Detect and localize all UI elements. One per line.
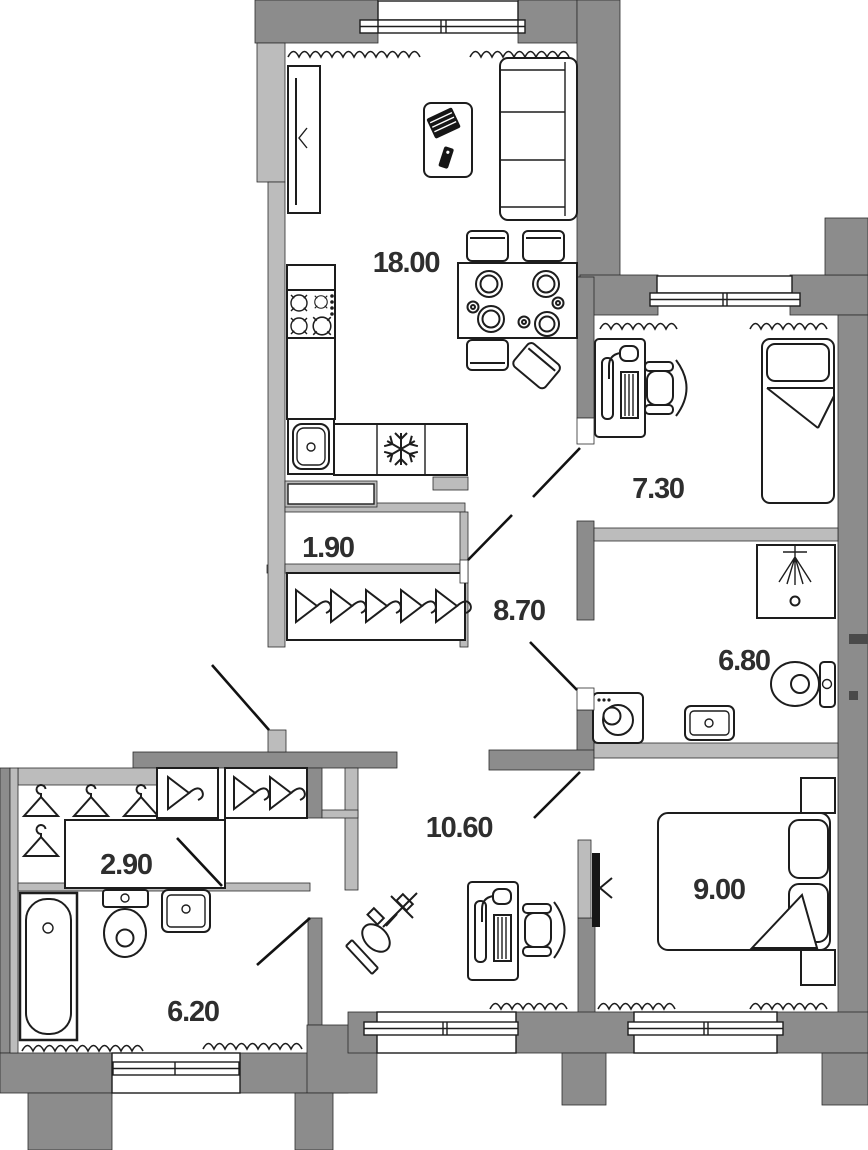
plates-icons: [466, 270, 565, 337]
window-bedroom-master: [627, 1011, 784, 1054]
window-bedroom-small: [649, 275, 801, 307]
kitchen-counter: [286, 264, 468, 476]
window-bathtub-room: [111, 1052, 241, 1094]
stove-knobs: [330, 294, 334, 316]
radiators: [21, 50, 828, 1053]
radiator-icon: [287, 50, 421, 59]
door-swing: [533, 771, 581, 819]
room-label-corridor: 10.60: [426, 812, 493, 844]
dining-set: [457, 230, 578, 392]
room-bedroom-master: [592, 777, 836, 986]
room-label-entry: 1.90: [302, 532, 354, 564]
radiator-icon: [597, 1002, 676, 1011]
room-entry-wardrobe: [286, 572, 472, 641]
door-swing-entrance: [211, 664, 270, 731]
bed-double-icon: [657, 812, 831, 951]
doors: [176, 417, 595, 966]
toilet-icon: [102, 889, 149, 958]
room-label-living: 18.00: [373, 247, 440, 279]
radiator-icon: [469, 50, 570, 59]
room-living-kitchen: [286, 57, 578, 476]
door-swing: [467, 514, 513, 561]
room-label-bedroom2: 7.30: [632, 473, 684, 505]
bathroom-sink-icon: [684, 705, 735, 741]
toilet-icon: [770, 661, 836, 708]
laptop-icon: [426, 107, 461, 139]
door-swing: [256, 917, 311, 966]
windows: [111, 0, 801, 1094]
blanket-fold: [749, 893, 819, 949]
room-labels: 18.00 7.30 1.90 8.70 6.80 10.60 2.90 9.0…: [100, 247, 771, 1028]
pillow-icon: [788, 819, 829, 879]
closet-floor: [64, 819, 226, 889]
coffee-table-icon: [423, 102, 473, 178]
window-corridor: [363, 1011, 519, 1054]
radiator-icon: [599, 322, 678, 331]
chair-icon: [522, 230, 565, 262]
nightstand-icon: [800, 777, 836, 814]
chair-icon: [466, 339, 509, 371]
sofa-icon: [499, 57, 578, 221]
radiator-icon: [21, 1044, 144, 1053]
nightstand-icon: [800, 949, 836, 986]
room-bathroom-shower: [592, 544, 836, 744]
chair-icon: [510, 340, 563, 392]
radiator-icon: [749, 322, 828, 331]
door-swing: [532, 447, 581, 498]
washing-machine-icon: [592, 692, 644, 744]
radiator-icon: [749, 1002, 828, 1011]
room-label-bath1: 6.20: [167, 996, 219, 1028]
stove-icon: [286, 289, 336, 339]
room-bedroom-small: [594, 338, 835, 504]
room-walk-in-closet: [23, 767, 308, 889]
radiator-icon: [489, 1002, 568, 1011]
room-label-hall: 8.70: [493, 595, 545, 627]
radiator-icon: [202, 1042, 303, 1051]
room-bathroom-tub: [18, 889, 211, 1042]
room-label-bedroom1: 9.00: [693, 874, 745, 906]
bathtub-icon: [18, 891, 79, 1042]
bed-single-icon: [761, 338, 835, 504]
bathroom-sink-icon: [161, 889, 211, 933]
wardrobe-mirror-icon: [287, 65, 321, 214]
room-label-closet: 2.90: [100, 849, 152, 881]
kitchen-sink-icon: [287, 418, 335, 475]
tv-icon: [592, 853, 613, 927]
room-label-bath2: 6.80: [718, 645, 770, 677]
corridor-furniture: [345, 881, 566, 981]
remote-icon: [438, 146, 454, 169]
door-swing: [176, 837, 223, 887]
chair-icon: [466, 230, 509, 262]
door-swing: [529, 641, 578, 691]
exercise-bike-icon: [345, 892, 418, 975]
shower-icon: [756, 544, 836, 619]
window-living: [359, 0, 526, 34]
